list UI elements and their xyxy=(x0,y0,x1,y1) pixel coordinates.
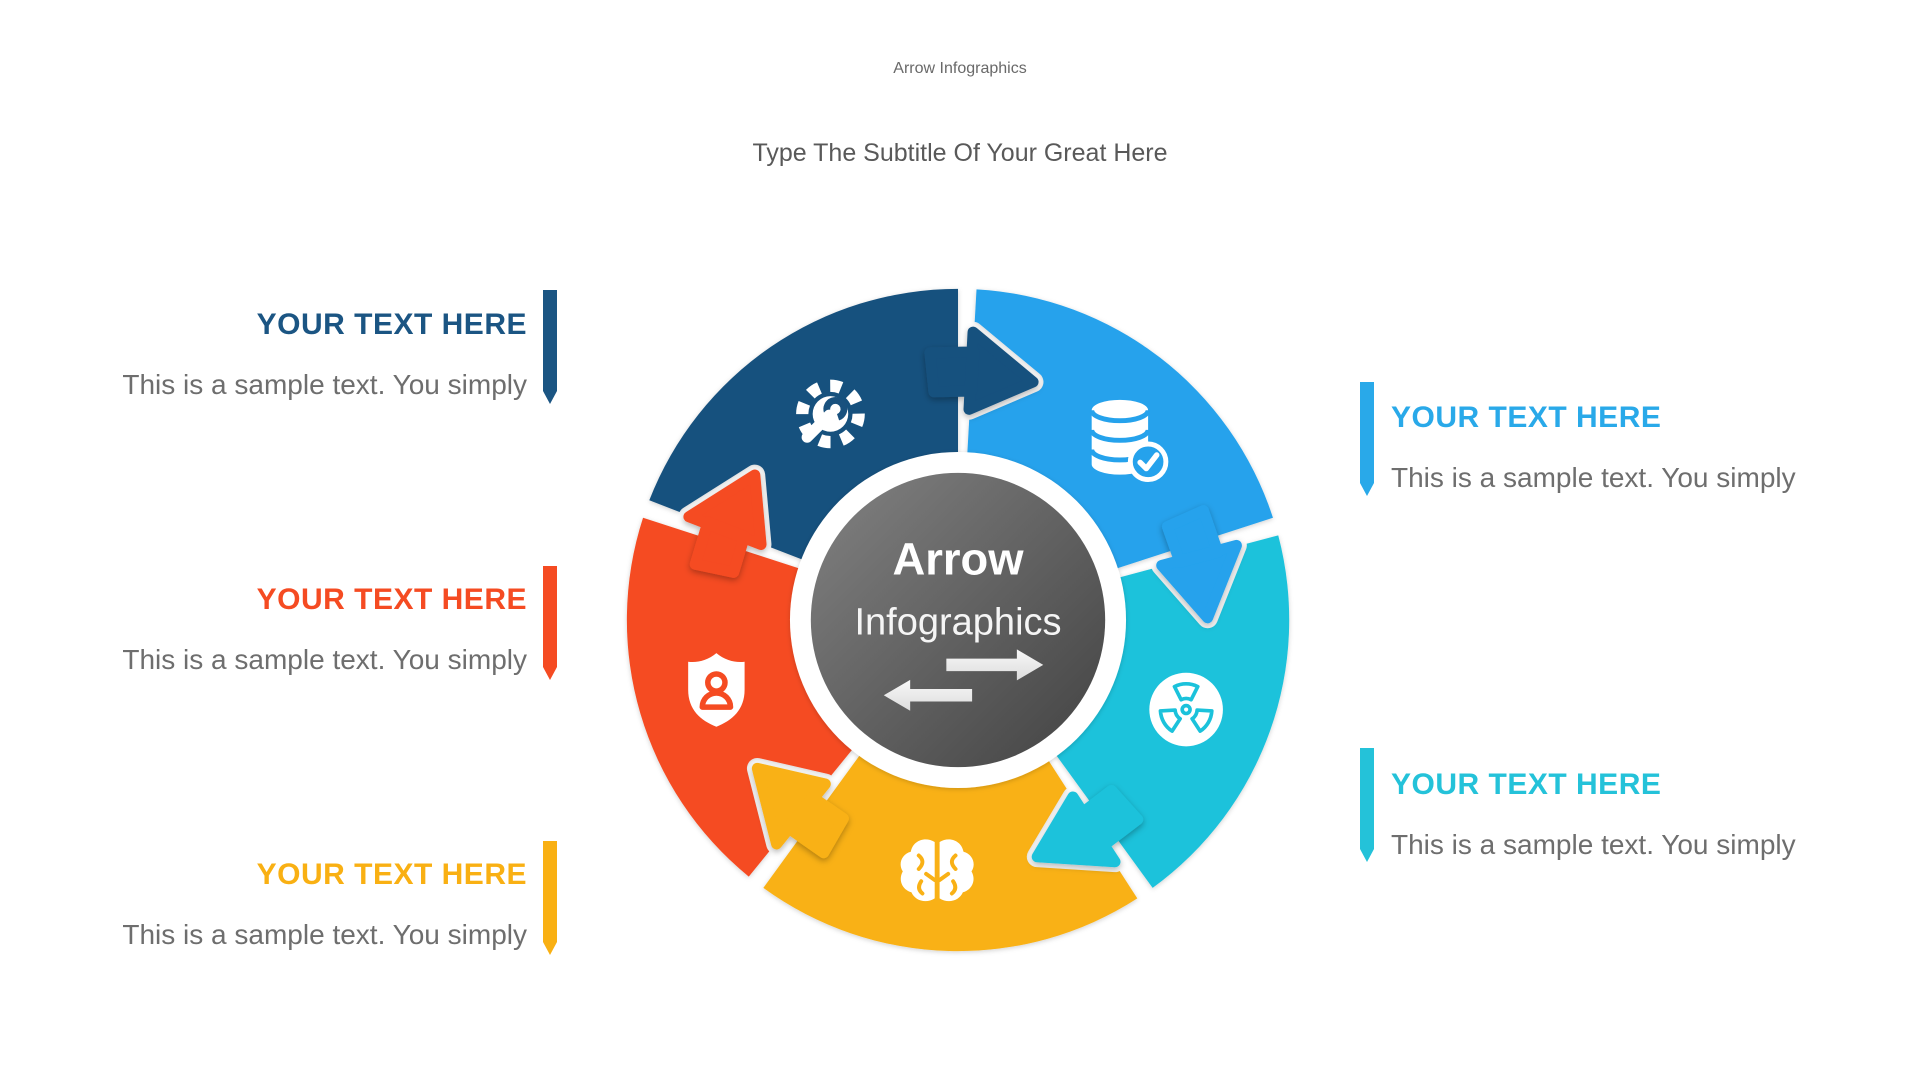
callout-heading: YOUR TEXT HERE xyxy=(256,858,527,891)
brain-icon xyxy=(900,839,974,902)
callout-heading: YOUR TEXT HERE xyxy=(256,583,527,616)
page-subtitle: Type The Subtitle Of Your Great Here xyxy=(752,139,1168,167)
callout-body: This is a sample text. You simply xyxy=(122,644,527,675)
callout-heading: YOUR TEXT HERE xyxy=(1391,768,1662,801)
database-check-icon xyxy=(1089,399,1169,483)
hub-subtitle: Infographics xyxy=(854,602,1061,644)
callout-pointer xyxy=(543,566,557,680)
callout-body: This is a sample text. You simply xyxy=(122,369,527,400)
page-title: Arrow Infographics xyxy=(893,60,1027,77)
shield-user-icon xyxy=(688,653,745,727)
callout-pointer xyxy=(543,841,557,955)
callout-pointer xyxy=(1360,382,1374,496)
callout-right-1: YOUR TEXT HERE This is a sample text. Yo… xyxy=(1391,399,1911,495)
callout-pointer xyxy=(1360,748,1374,862)
callout-body: This is a sample text. You simply xyxy=(1391,462,1796,493)
callout-body: This is a sample text. You simply xyxy=(1391,829,1796,860)
callout-heading: YOUR TEXT HERE xyxy=(256,308,527,341)
hub-circle xyxy=(810,472,1106,768)
radiation-icon xyxy=(1149,672,1223,747)
callout-left-3: YOUR TEXT HERE This is a sample text. Yo… xyxy=(100,856,527,952)
callout-left-1: YOUR TEXT HERE This is a sample text. Yo… xyxy=(100,306,527,402)
arrow-wheel-diagram: Arrow Infographics xyxy=(626,288,1290,952)
callout-pointer xyxy=(543,290,557,404)
hub-title: Arrow xyxy=(892,534,1024,585)
segment-idea-arrow-icon xyxy=(757,768,843,852)
callout-heading: YOUR TEXT HERE xyxy=(1391,401,1662,434)
callout-left-2: YOUR TEXT HERE This is a sample text. Yo… xyxy=(100,581,527,677)
callout-right-2: YOUR TEXT HERE This is a sample text. Yo… xyxy=(1391,766,1911,862)
callout-body: This is a sample text. You simply xyxy=(122,919,527,950)
gear-wrench-icon xyxy=(796,379,865,449)
exchange-arrows-icon xyxy=(883,649,1044,711)
